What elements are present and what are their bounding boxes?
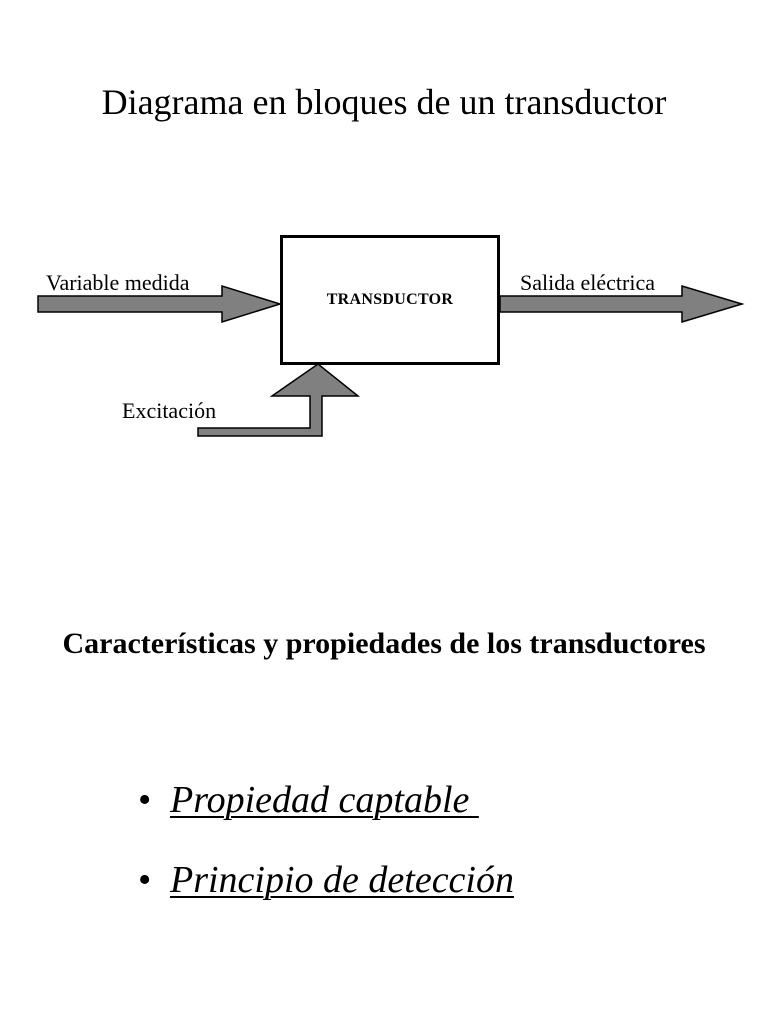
- excitation-label: Excitación: [122, 398, 217, 423]
- block-diagram: Variable medida Salida eléctrica Excitac…: [37, 235, 745, 437]
- bullet-icon: •: [138, 859, 152, 901]
- excitation-arrow: [197, 363, 361, 437]
- list-item: • Principio de detección: [138, 855, 738, 905]
- section-heading: Características y propiedades de los tra…: [62, 627, 706, 660]
- page-title: Diagrama en bloques de un transductor: [101, 82, 667, 122]
- input-arrow: [37, 284, 283, 324]
- bullet-text: Propiedad captable: [170, 779, 479, 821]
- transducer-block: TRANSDUCTOR: [280, 235, 500, 365]
- output-arrow: [499, 284, 745, 324]
- bullet-icon: •: [138, 779, 152, 821]
- output-label: Salida eléctrica: [520, 270, 655, 295]
- list-item: • Propiedad captable: [138, 775, 738, 825]
- diagram-arrows: [37, 284, 745, 437]
- bullet-text: Principio de detección: [170, 859, 514, 901]
- bullet-list: • Propiedad captable • Principio de dete…: [138, 775, 738, 935]
- transducer-block-label: TRANSDUCTOR: [326, 291, 454, 308]
- input-label: Variable medida: [46, 270, 190, 295]
